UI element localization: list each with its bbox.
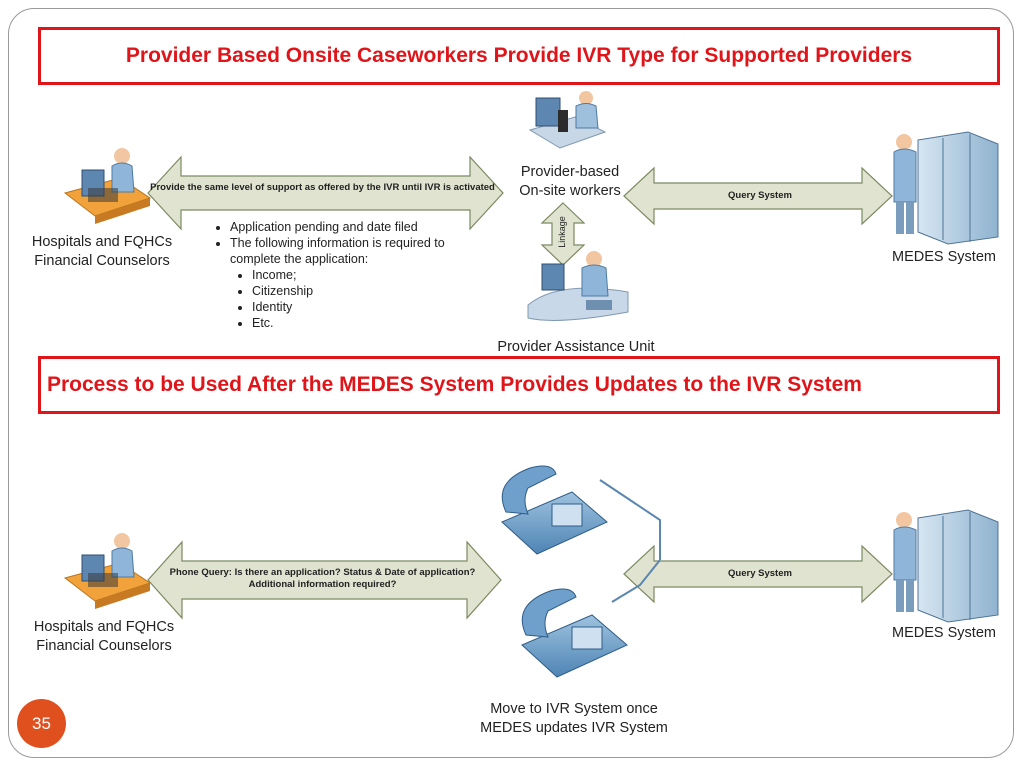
provider-onsite-label: Provider-based On-site workers — [519, 164, 621, 199]
telephone-icon-bottom — [521, 588, 628, 678]
phone-cord-bottom — [611, 559, 661, 603]
slide-frame — [8, 8, 1014, 758]
hospitals-label-2: Hospitals and FQHCs Financial Counselors — [33, 619, 175, 654]
query-double-arrow-bottom — [623, 544, 893, 604]
section1-title: Provider Based Onsite Caseworkers Provid… — [38, 27, 1000, 85]
hospital-worker-icon — [63, 148, 152, 224]
assistance-unit-worker-icon — [527, 251, 629, 321]
query-arrow-text-top: Query System — [728, 190, 792, 201]
requirements-list: Application pending and date filed The f… — [208, 219, 478, 331]
hospital-worker-icon-2 — [63, 533, 152, 609]
medes-label-2: MEDES System — [892, 625, 996, 641]
support-double-arrow — [147, 155, 504, 231]
linkage-text: Linkage — [557, 216, 567, 248]
list-item: Income; — [252, 267, 478, 283]
ivr-move-label: Move to IVR System once MEDES updates IV… — [480, 701, 668, 736]
medes-server-icon — [893, 131, 999, 245]
list-item: The following information is required to… — [230, 235, 478, 331]
list-item: Application pending and date filed — [230, 219, 478, 235]
query-arrow-text-bottom: Query System — [728, 568, 792, 579]
phone-cord-top — [599, 479, 661, 560]
section2-title: Process to be Used After the MEDES Syste… — [38, 356, 1000, 414]
list-item: Identity — [252, 299, 478, 315]
list-item: Citizenship — [252, 283, 478, 299]
telephone-icon-top — [501, 465, 608, 555]
hospitals-label-1: Hospitals and FQHCs Financial Counselors — [31, 234, 173, 269]
phone-query-arrow-text: Phone Query: Is there an application? St… — [169, 567, 476, 590]
medes-server-icon-2 — [893, 509, 999, 623]
support-arrow-text: Provide the same level of support as off… — [150, 182, 495, 193]
provider-assistance-label: Provider Assistance Unit — [497, 339, 655, 355]
list-item: Etc. — [252, 315, 478, 331]
medes-label-1: MEDES System — [892, 249, 996, 265]
onsite-worker-icon — [528, 91, 607, 149]
page-number-badge: 35 — [17, 699, 66, 748]
query-double-arrow-top — [623, 166, 893, 226]
phone-query-double-arrow — [147, 540, 502, 620]
